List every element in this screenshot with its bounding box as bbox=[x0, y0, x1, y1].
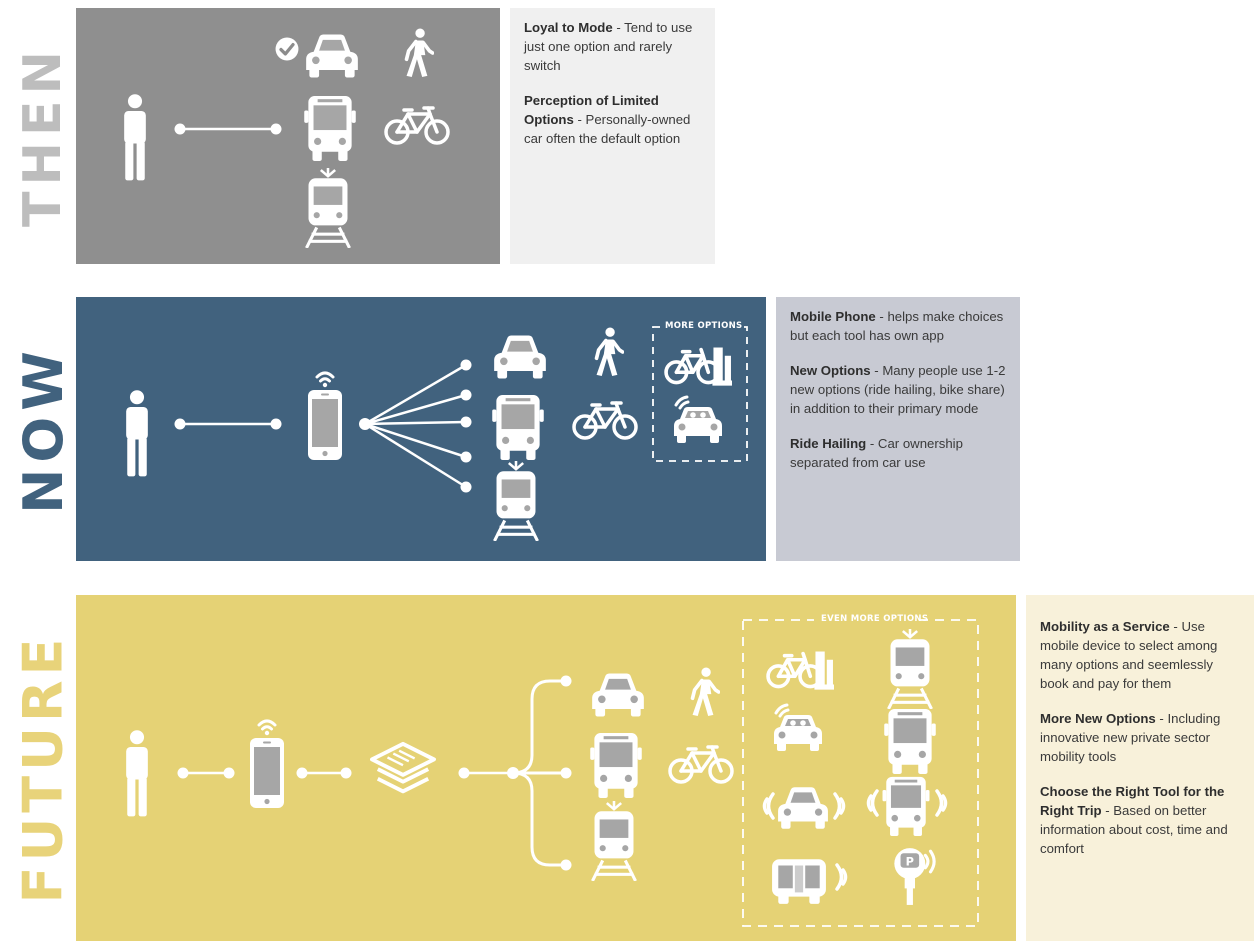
layers-icon bbox=[370, 741, 436, 794]
now-point-1: Mobile Phone - helps make choices but ea… bbox=[790, 309, 1004, 343]
then-diagram bbox=[124, 28, 450, 248]
autonomous-car-icon bbox=[778, 787, 828, 829]
walking-person-icon bbox=[404, 28, 434, 78]
bus-icon bbox=[492, 395, 544, 460]
train-icon bbox=[590, 801, 638, 881]
then-point-2: Perception of Limited Options - Personal… bbox=[524, 93, 691, 146]
more-options-box bbox=[652, 326, 748, 462]
train-icon bbox=[492, 461, 540, 541]
now-point-3: Ride Hailing - Car ownership separated f… bbox=[790, 436, 963, 470]
future-point-1: Mobility as a Service - Use mobile devic… bbox=[1040, 619, 1218, 691]
connector-dot bbox=[270, 123, 282, 135]
future-label-text: FUTURE bbox=[11, 633, 75, 903]
train-icon bbox=[304, 168, 352, 248]
ride-hailing-icon bbox=[772, 703, 824, 753]
now-diagram bbox=[126, 321, 748, 541]
even-more-options-label: EVEN MORE OPTIONS bbox=[821, 614, 929, 624]
bicycle-icon bbox=[572, 401, 638, 440]
high-speed-train-icon bbox=[886, 629, 934, 709]
signal-waves bbox=[762, 792, 775, 820]
walking-person-icon bbox=[690, 667, 720, 717]
smartphone-icon bbox=[306, 371, 344, 461]
bus-icon bbox=[304, 96, 356, 161]
then-panel bbox=[76, 8, 500, 264]
person-icon bbox=[126, 730, 148, 817]
bikeshare-icon bbox=[766, 649, 834, 691]
future-label: FUTURE bbox=[11, 595, 75, 941]
now-point-2: New Options - Many people use 1-2 new op… bbox=[790, 363, 1006, 416]
bus-icon bbox=[884, 709, 936, 774]
now-label: NOW bbox=[11, 297, 75, 561]
future-panel: EVEN MORE OPTIONS bbox=[76, 595, 1016, 941]
now-label-text: NOW bbox=[11, 344, 75, 514]
then-label: THEN bbox=[13, 8, 73, 264]
bikeshare-icon bbox=[664, 345, 732, 387]
then-label-text: THEN bbox=[13, 44, 73, 228]
car-icon bbox=[306, 34, 358, 78]
future-point-3: Choose the Right Tool for the Right Trip… bbox=[1040, 784, 1228, 856]
connector-dot bbox=[174, 123, 186, 135]
then-point-1: Loyal to Mode - Tend to use just one opt… bbox=[524, 20, 693, 73]
now-description: Mobile Phone - helps make choices but ea… bbox=[776, 297, 1020, 561]
car-icon bbox=[592, 673, 644, 717]
autonomous-bus-icon bbox=[882, 776, 930, 837]
bicycle-icon bbox=[668, 745, 734, 784]
bicycle-icon bbox=[384, 106, 450, 145]
future-point-2: More New Options - Including innovative … bbox=[1040, 711, 1221, 764]
ride-hailing-icon bbox=[672, 395, 724, 445]
more-options-label: MORE OPTIONS bbox=[665, 321, 743, 331]
car-icon bbox=[494, 335, 546, 379]
now-panel: MORE OPTIONS bbox=[76, 297, 766, 561]
shuttle-icon bbox=[772, 859, 826, 904]
future-diagram bbox=[126, 614, 979, 927]
person-icon bbox=[124, 94, 146, 181]
bus-icon bbox=[590, 733, 642, 798]
walking-person-icon bbox=[594, 327, 624, 377]
then-description: Loyal to Mode - Tend to use just one opt… bbox=[510, 8, 715, 264]
checkmark-icon bbox=[275, 37, 299, 61]
smartphone-icon bbox=[248, 719, 286, 809]
parking-meter-icon bbox=[892, 846, 936, 907]
future-description: Mobility as a Service - Use mobile devic… bbox=[1026, 595, 1254, 941]
person-icon bbox=[126, 390, 148, 477]
